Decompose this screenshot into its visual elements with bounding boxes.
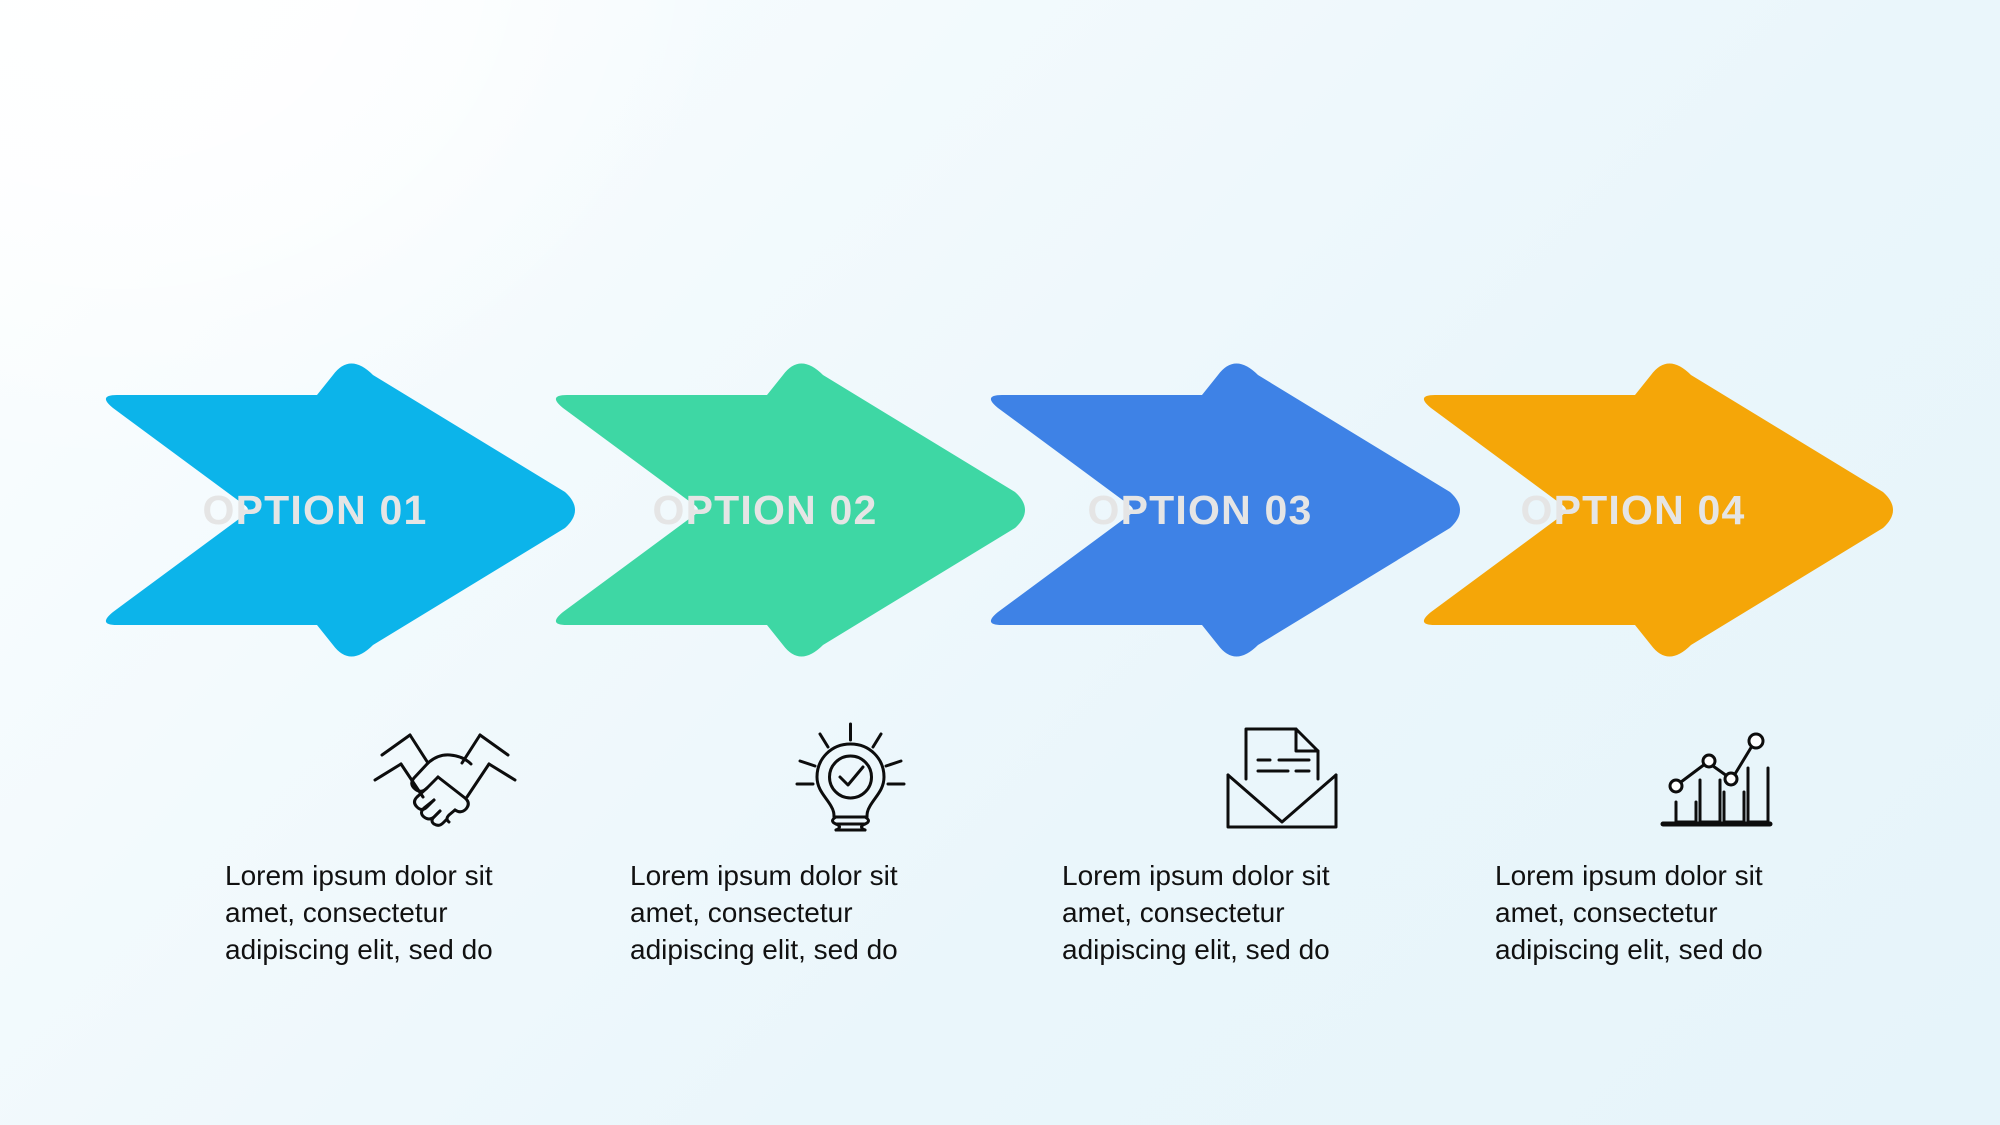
arrow-shape-4 [1423, 363, 1893, 657]
bar-chart-trend-icon [1495, 720, 1935, 835]
detail-text-3: Lorem ipsum dolor sit amet, consectetur … [1062, 860, 1330, 966]
arrow-shape-2 [555, 363, 1025, 657]
envelope-document-icon [1062, 720, 1502, 835]
detail-column-3: Lorem ipsum dolor sit amet, consectetur … [1062, 720, 1502, 969]
lightbulb-check-icon [630, 720, 1070, 835]
detail-text-2: Lorem ipsum dolor sit amet, consectetur … [630, 860, 898, 966]
arrow-shape-1 [105, 363, 575, 657]
detail-column-2: Lorem ipsum dolor sit amet, consectetur … [630, 720, 1070, 969]
arrow-step-1[interactable]: OPTION 01 [95, 330, 585, 690]
detail-column-1: Lorem ipsum dolor sit amet, consectetur … [225, 720, 665, 969]
detail-text-1: Lorem ipsum dolor sit amet, consectetur … [225, 860, 493, 966]
detail-text-4: Lorem ipsum dolor sit amet, consectetur … [1495, 860, 1763, 966]
arrow-step-2[interactable]: OPTION 02 [545, 330, 1035, 690]
arrow-step-4[interactable]: OPTION 04 [1413, 330, 1903, 690]
detail-column-4: Lorem ipsum dolor sit amet, consectetur … [1495, 720, 1935, 969]
arrow-shape-3 [990, 363, 1460, 657]
arrow-steps-row: OPTION 01 OPTION 02 OPTION 03 OPTION 04 [0, 330, 2000, 690]
handshake-icon [225, 720, 665, 835]
arrow-step-3[interactable]: OPTION 03 [980, 330, 1470, 690]
step-details-row: Lorem ipsum dolor sit amet, consectetur … [0, 720, 2000, 1050]
